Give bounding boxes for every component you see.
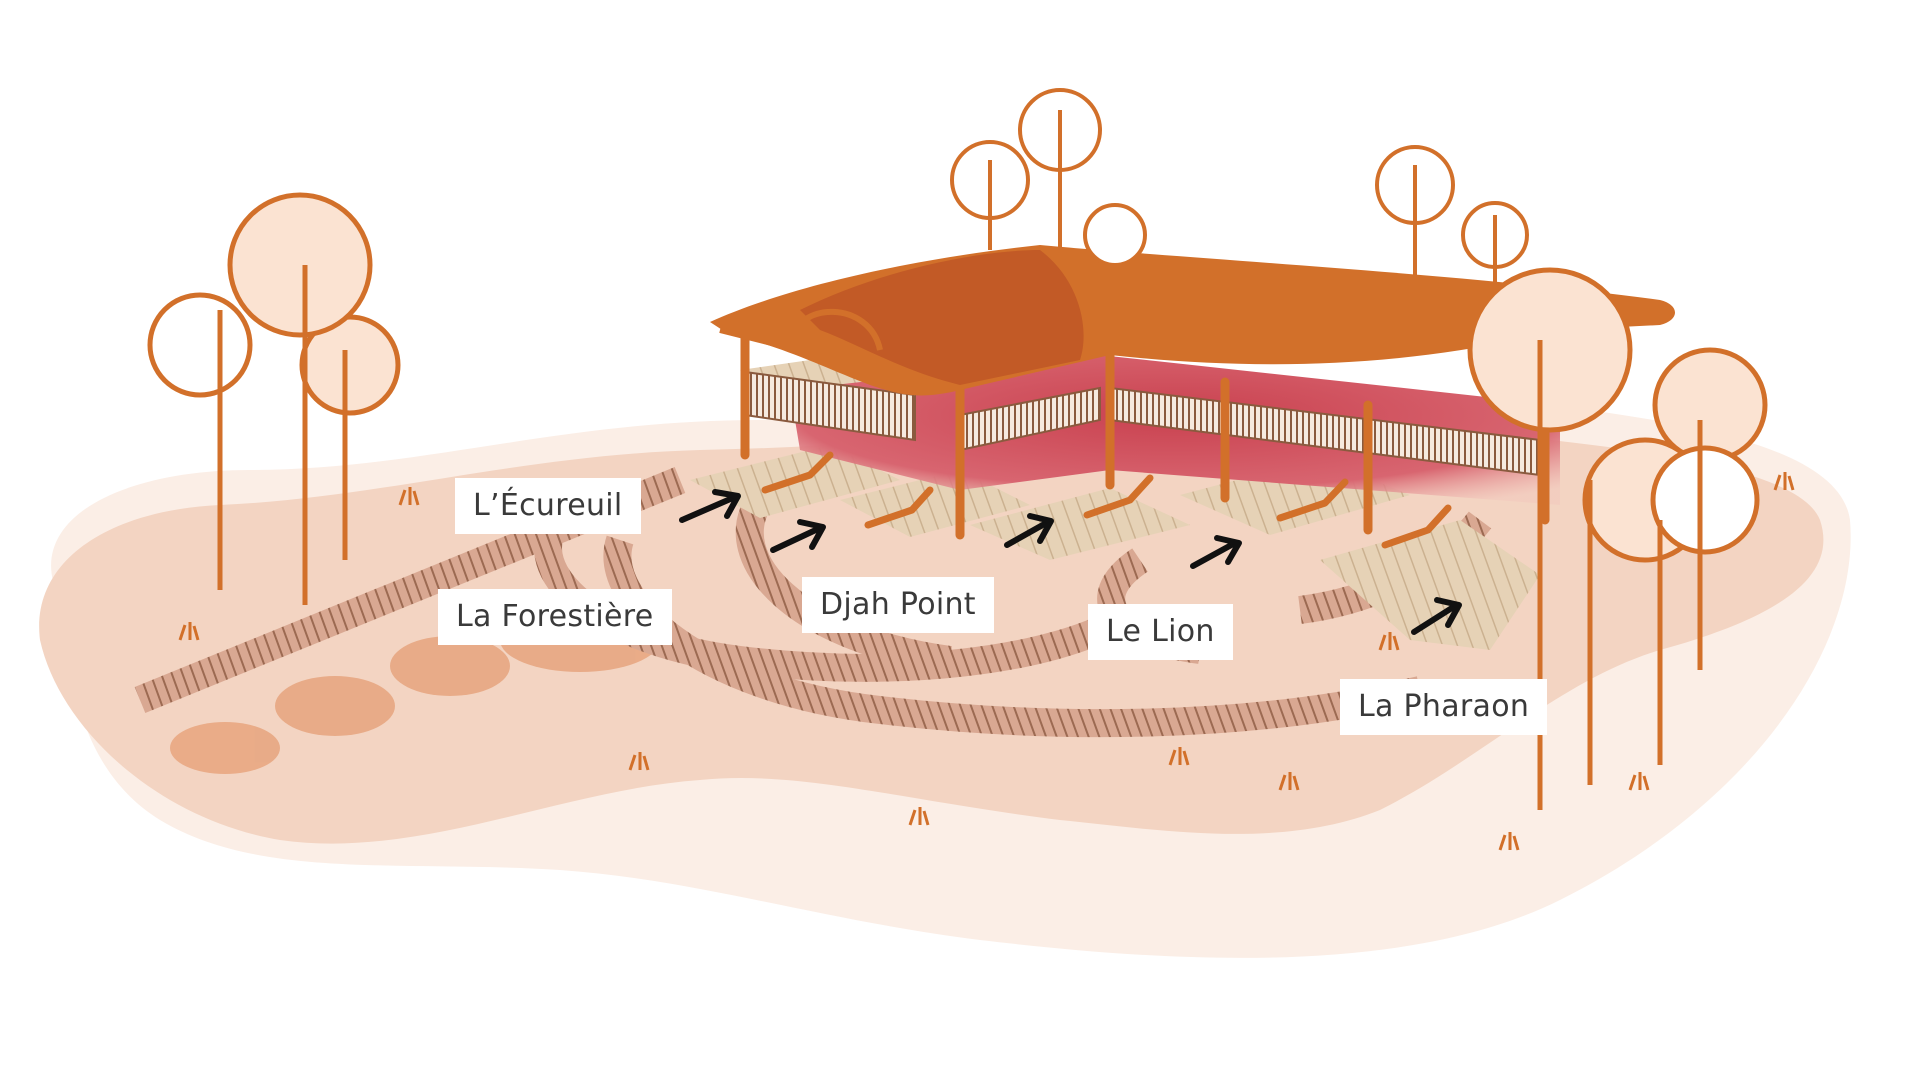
roof-arch — [787, 308, 883, 351]
left-trees — [147, 192, 401, 605]
label-le-lion: Le Lion — [1088, 604, 1233, 660]
arrows — [679, 489, 1462, 635]
background-trees — [950, 88, 1529, 290]
pavilion-building — [710, 245, 1675, 540]
label-djah-point: Djah Point — [802, 577, 994, 633]
label-ecureuil: L’Écureuil — [455, 478, 641, 534]
right-trees — [1467, 267, 1768, 810]
label-la-pharaon: La Pharaon — [1340, 679, 1548, 735]
arrow-ecureuil — [679, 489, 741, 523]
label-la-forestiere: La Forestière — [438, 589, 672, 645]
arrow-djah-point-2 — [1004, 513, 1054, 548]
arrow-djah-point-1 — [770, 519, 826, 553]
loungers — [761, 451, 1452, 549]
tree-bg-2 — [1375, 145, 1529, 290]
arrow-la-pharaon — [1411, 597, 1462, 635]
lounger-5 — [1381, 504, 1452, 549]
lounger-4 — [1276, 478, 1349, 522]
lounger-1 — [761, 451, 834, 494]
roof-shade — [800, 250, 1084, 385]
arrow-le-lion — [1190, 535, 1242, 569]
deck-la-pharaon — [1320, 520, 1540, 650]
tree-bg-1 — [950, 88, 1147, 267]
lounger-2 — [864, 486, 934, 529]
deck-le-lion — [970, 488, 1190, 560]
roof-beam — [719, 327, 941, 388]
small-plants — [178, 472, 1795, 851]
lounger-3 — [1083, 474, 1154, 519]
pavilion-posts — [740, 327, 1550, 540]
